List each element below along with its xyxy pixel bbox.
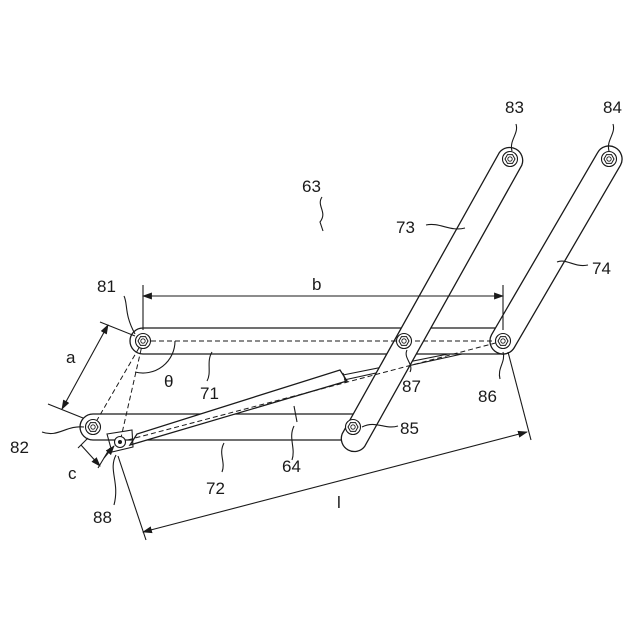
label-86: 86 bbox=[478, 387, 497, 406]
label-c: c bbox=[68, 464, 77, 483]
label-85: 85 bbox=[400, 419, 419, 438]
label-81: 81 bbox=[97, 277, 116, 296]
joint-86-icon bbox=[496, 334, 511, 349]
joint-81-icon bbox=[136, 334, 151, 349]
label-b: b bbox=[312, 275, 321, 294]
label-87: 87 bbox=[402, 377, 421, 396]
label-88: 88 bbox=[93, 508, 112, 527]
label-71: 71 bbox=[200, 384, 219, 403]
label-a: a bbox=[66, 348, 76, 367]
joint-82-icon bbox=[86, 420, 101, 435]
joint-88-icon bbox=[115, 437, 126, 448]
joint-87-icon bbox=[397, 334, 412, 349]
label-82: 82 bbox=[10, 438, 29, 457]
label-63: 63 bbox=[302, 177, 321, 196]
label-72: 72 bbox=[206, 479, 225, 498]
label-74: 74 bbox=[592, 259, 611, 278]
label-73: 73 bbox=[396, 218, 415, 237]
label-83: 83 bbox=[505, 98, 524, 117]
joint-84-icon bbox=[602, 152, 617, 167]
joint-85-icon bbox=[346, 420, 361, 435]
dimension-a bbox=[48, 322, 135, 418]
label-84: 84 bbox=[603, 98, 622, 117]
label-l: l bbox=[337, 493, 341, 512]
label-64: 64 bbox=[282, 457, 301, 476]
dimension-c bbox=[78, 438, 114, 468]
joint-83-icon bbox=[503, 152, 518, 167]
label-theta: θ bbox=[164, 372, 173, 391]
